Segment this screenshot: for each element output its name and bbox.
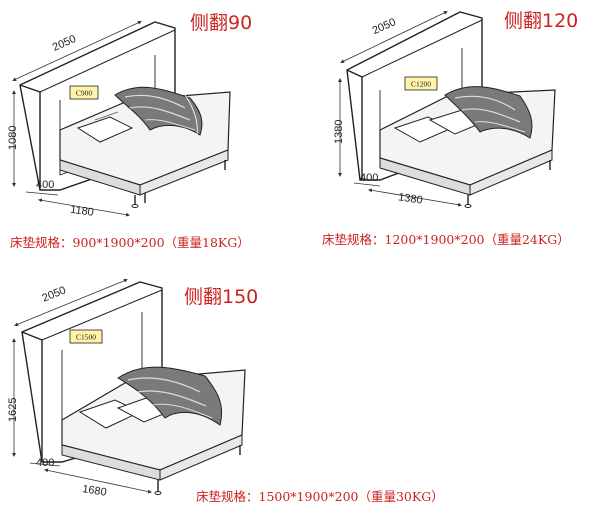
mattress-spec-90: 床垫规格：900*1900*200（重量18KG） [10,235,250,250]
dim-height-120: 1380 [333,120,345,144]
model-tag-text: C1500 [76,333,96,342]
dim-height-90: 1080 [7,126,19,150]
model-title-90: 侧翻90 [190,12,253,34]
dim-width-150: 1680 [81,483,107,499]
dim-width-120: 1380 [397,191,423,206]
model-tag-90: C900 [69,85,99,100]
mattress-spec-120: 床垫规格：1200*1900*200（重量24KG） [322,232,570,247]
dim-height-150: 1625 [7,398,19,422]
dim-open-150: 400 [36,457,54,469]
bed-drawing-150: C1500 [12,278,246,495]
dim-depth-120: 2050 [371,16,398,37]
mattress-spec-150: 床垫规格：1500*1900*200（重量30KG） [196,489,444,504]
model-title-120: 侧翻120 [504,10,579,32]
model-tag-text: C900 [76,89,93,98]
model-tag-text: C1200 [411,80,431,89]
model-tag-150: C1500 [69,329,103,344]
dim-width-90: 1180 [69,204,94,219]
dim-open-120: 400 [360,172,378,184]
bed-drawing-90: C900 [12,21,231,217]
dim-open-90: 400 [36,179,54,191]
dim-depth-150: 2050 [41,284,68,304]
model-title-150: 侧翻150 [184,286,259,308]
model-tag-120: C1200 [404,76,438,91]
bed-drawing-120: C1200 [338,11,556,208]
dim-depth-90: 2050 [51,33,78,54]
